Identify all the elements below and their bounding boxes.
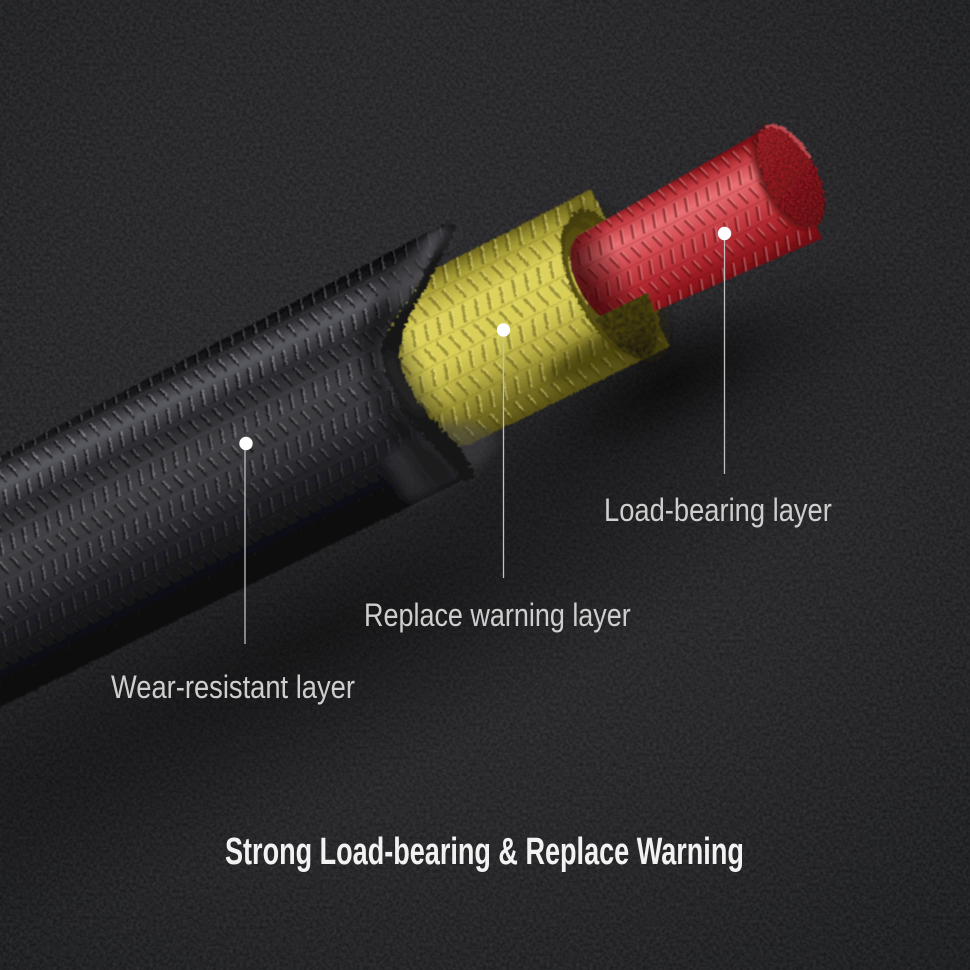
svg-text:Strong Load-bearing & Replace: Strong Load-bearing & Replace Warning — [225, 829, 744, 872]
svg-text:Wear-resistant layer: Wear-resistant layer — [111, 670, 355, 705]
svg-text:Load-bearing layer: Load-bearing layer — [604, 493, 832, 528]
svg-text:Replace warning layer: Replace warning layer — [364, 598, 631, 634]
